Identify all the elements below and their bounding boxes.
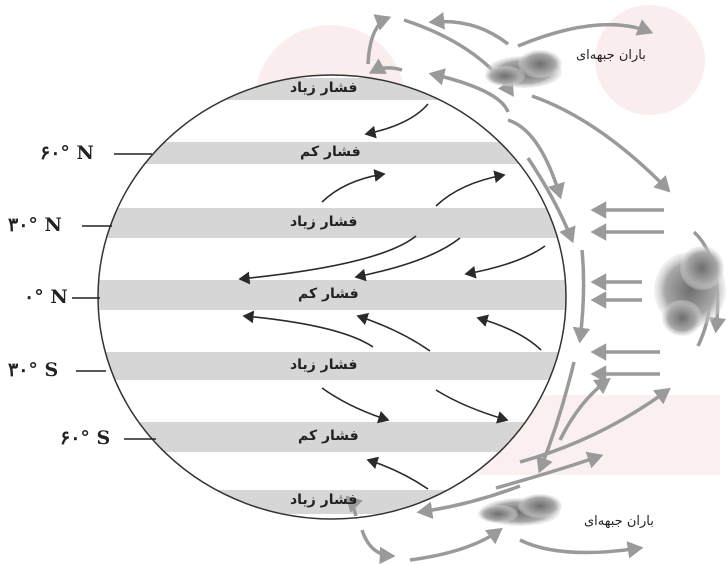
latitude-ticks bbox=[72, 153, 156, 440]
cloud-equator bbox=[654, 246, 726, 336]
rain-label-top: باران جبهه‌ای bbox=[576, 48, 646, 63]
band-high-3 bbox=[98, 352, 566, 380]
arrow-trade-ne-2 bbox=[354, 237, 461, 282]
pressure-label-high-3: فشار زیاد bbox=[290, 357, 358, 373]
cell-bot-a bbox=[416, 484, 521, 519]
lat-label-0: ۰° N bbox=[24, 286, 68, 308]
band-low-3 bbox=[98, 422, 566, 452]
cloud-bottom bbox=[478, 494, 562, 526]
cell-bot-f bbox=[495, 451, 604, 490]
cell-mid-a bbox=[531, 94, 671, 193]
lat-label-30n: ۳۰° N bbox=[8, 214, 62, 236]
cell-mid-c bbox=[526, 157, 576, 244]
arrow-westerly-s2 bbox=[435, 389, 509, 424]
cell-mid-e bbox=[558, 377, 611, 441]
cell-eq-down bbox=[572, 249, 591, 344]
lat-label-60n: ۶۰° N bbox=[40, 142, 94, 164]
band-low-1 bbox=[98, 142, 566, 164]
arrow-westerly-n3 bbox=[435, 170, 506, 207]
cell-mid-b bbox=[507, 118, 565, 200]
rain-label-bottom: باران جبهه‌ای bbox=[584, 514, 654, 529]
cell-bot-c bbox=[409, 527, 503, 562]
pressure-label-high-4: فشار زیاد bbox=[290, 492, 358, 508]
pressure-label-low-2: فشار کم bbox=[298, 286, 359, 302]
arrow-trade-se-3 bbox=[476, 314, 542, 351]
arrow-westerly-n2 bbox=[321, 169, 386, 203]
band-low-2 bbox=[98, 280, 566, 310]
arrow-polar-s bbox=[366, 456, 429, 490]
cell-top-d bbox=[368, 58, 403, 74]
cell-top-f bbox=[428, 12, 510, 46]
pressure-label-high-2: فشار زیاد bbox=[290, 214, 358, 230]
cell-top-a bbox=[366, 14, 392, 65]
cell-top-e bbox=[517, 19, 654, 48]
arrow-westerly-n bbox=[364, 103, 429, 139]
cell-bot-e bbox=[345, 495, 363, 517]
cell-bot-b bbox=[360, 529, 396, 565]
band-high-2 bbox=[98, 208, 566, 238]
arrow-trade-ne-1 bbox=[238, 235, 417, 285]
pressure-label-low-1: فشار کم bbox=[300, 144, 361, 160]
cloud-top bbox=[485, 50, 562, 88]
cell-mid-d bbox=[536, 361, 576, 474]
lat-label-60s: ۶۰° S bbox=[60, 427, 111, 449]
cell-mid-f bbox=[519, 387, 671, 464]
globe-outline bbox=[97, 74, 567, 520]
arrow-westerly-s1 bbox=[321, 387, 390, 424]
pressure-label-low-3: فشار کم bbox=[298, 428, 359, 444]
pressure-label-high-1: فشار زیاد bbox=[290, 80, 358, 96]
arrow-trade-ne-3 bbox=[464, 245, 546, 279]
lat-label-30s: ۳۰° S bbox=[8, 359, 59, 381]
surface-wind-arrows bbox=[238, 103, 546, 490]
cell-bot-d bbox=[519, 538, 644, 559]
cell-top-c bbox=[428, 68, 510, 113]
arrow-trade-se-1 bbox=[242, 310, 374, 348]
arrow-trade-se-2 bbox=[356, 312, 431, 352]
